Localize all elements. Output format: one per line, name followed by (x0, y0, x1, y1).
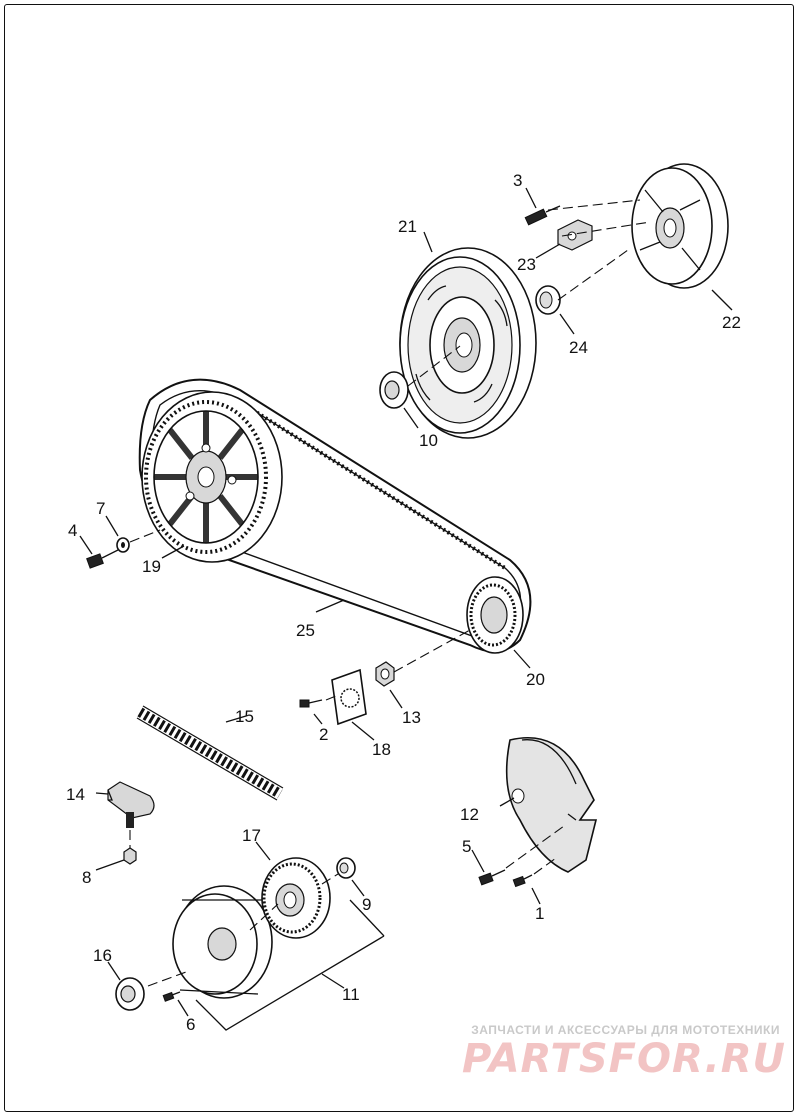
callout-25: 25 (296, 621, 315, 640)
callout-22: 22 (722, 313, 741, 332)
clutch-sprocket-17 (261, 857, 331, 939)
callout-3: 3 (513, 171, 522, 190)
cover-12 (505, 736, 598, 873)
callout-12: 12 (460, 805, 479, 824)
bearing-10 (379, 371, 409, 409)
spacer-9 (336, 857, 356, 879)
callout-24: 24 (569, 338, 588, 357)
bracket-23 (557, 219, 593, 251)
callout-labels: 3 21 23 22 24 10 4 7 19 25 20 2 13 18 15… (66, 171, 741, 1034)
callout-16: 16 (93, 946, 112, 965)
callout-19: 19 (142, 557, 161, 576)
nut-8 (123, 847, 137, 865)
watermark-tagline: ЗАПЧАСТИ И АКСЕССУАРЫ ДЛЯ МОТОТЕХНИКИ (471, 1023, 780, 1037)
callout-8: 8 (82, 868, 91, 887)
washer-7 (116, 537, 130, 553)
callout-21: 21 (398, 217, 417, 236)
spacer-24 (535, 285, 561, 315)
rear-sprocket-21 (399, 247, 537, 439)
front-pulley-19 (141, 391, 283, 563)
callout-17: 17 (242, 826, 261, 845)
bolt-4 (86, 549, 119, 569)
bearing-16 (115, 977, 145, 1011)
rear-cover-22 (631, 163, 729, 289)
transmission-sprocket-20 (466, 576, 524, 654)
callout-5: 5 (462, 837, 471, 856)
callout-18: 18 (372, 740, 391, 759)
callout-11: 11 (342, 985, 360, 1004)
callout-2: 2 (319, 725, 328, 744)
leader-lines (79, 187, 733, 1017)
callout-23: 23 (517, 255, 536, 274)
chain-15 (136, 705, 284, 801)
watermark-brand: PARTSFOR.RU (462, 1036, 786, 1082)
screw-6 (162, 991, 181, 1002)
callout-6: 6 (186, 1015, 195, 1034)
callout-20: 20 (526, 670, 545, 689)
tensioner-shoe-14 (107, 781, 155, 819)
screw-2 (299, 699, 323, 708)
clutch-drum-11 (172, 885, 273, 999)
screw-5 (478, 869, 506, 886)
callout-10: 10 (419, 431, 438, 450)
tensioner-stud (126, 812, 134, 828)
callout-1: 1 (535, 904, 544, 923)
callout-9: 9 (362, 895, 371, 914)
callout-14: 14 (66, 785, 85, 804)
callout-15: 15 (235, 707, 254, 726)
lock-plate-18 (331, 668, 367, 726)
callout-4: 4 (68, 521, 77, 540)
watermark: ЗАПЧАСТИ И АКСЕССУАРЫ ДЛЯ МОТОТЕХНИКИ PA… (462, 1023, 786, 1082)
callout-7: 7 (96, 499, 105, 518)
callout-13: 13 (402, 708, 421, 727)
nut-13 (375, 661, 395, 687)
screw-1 (512, 874, 533, 888)
